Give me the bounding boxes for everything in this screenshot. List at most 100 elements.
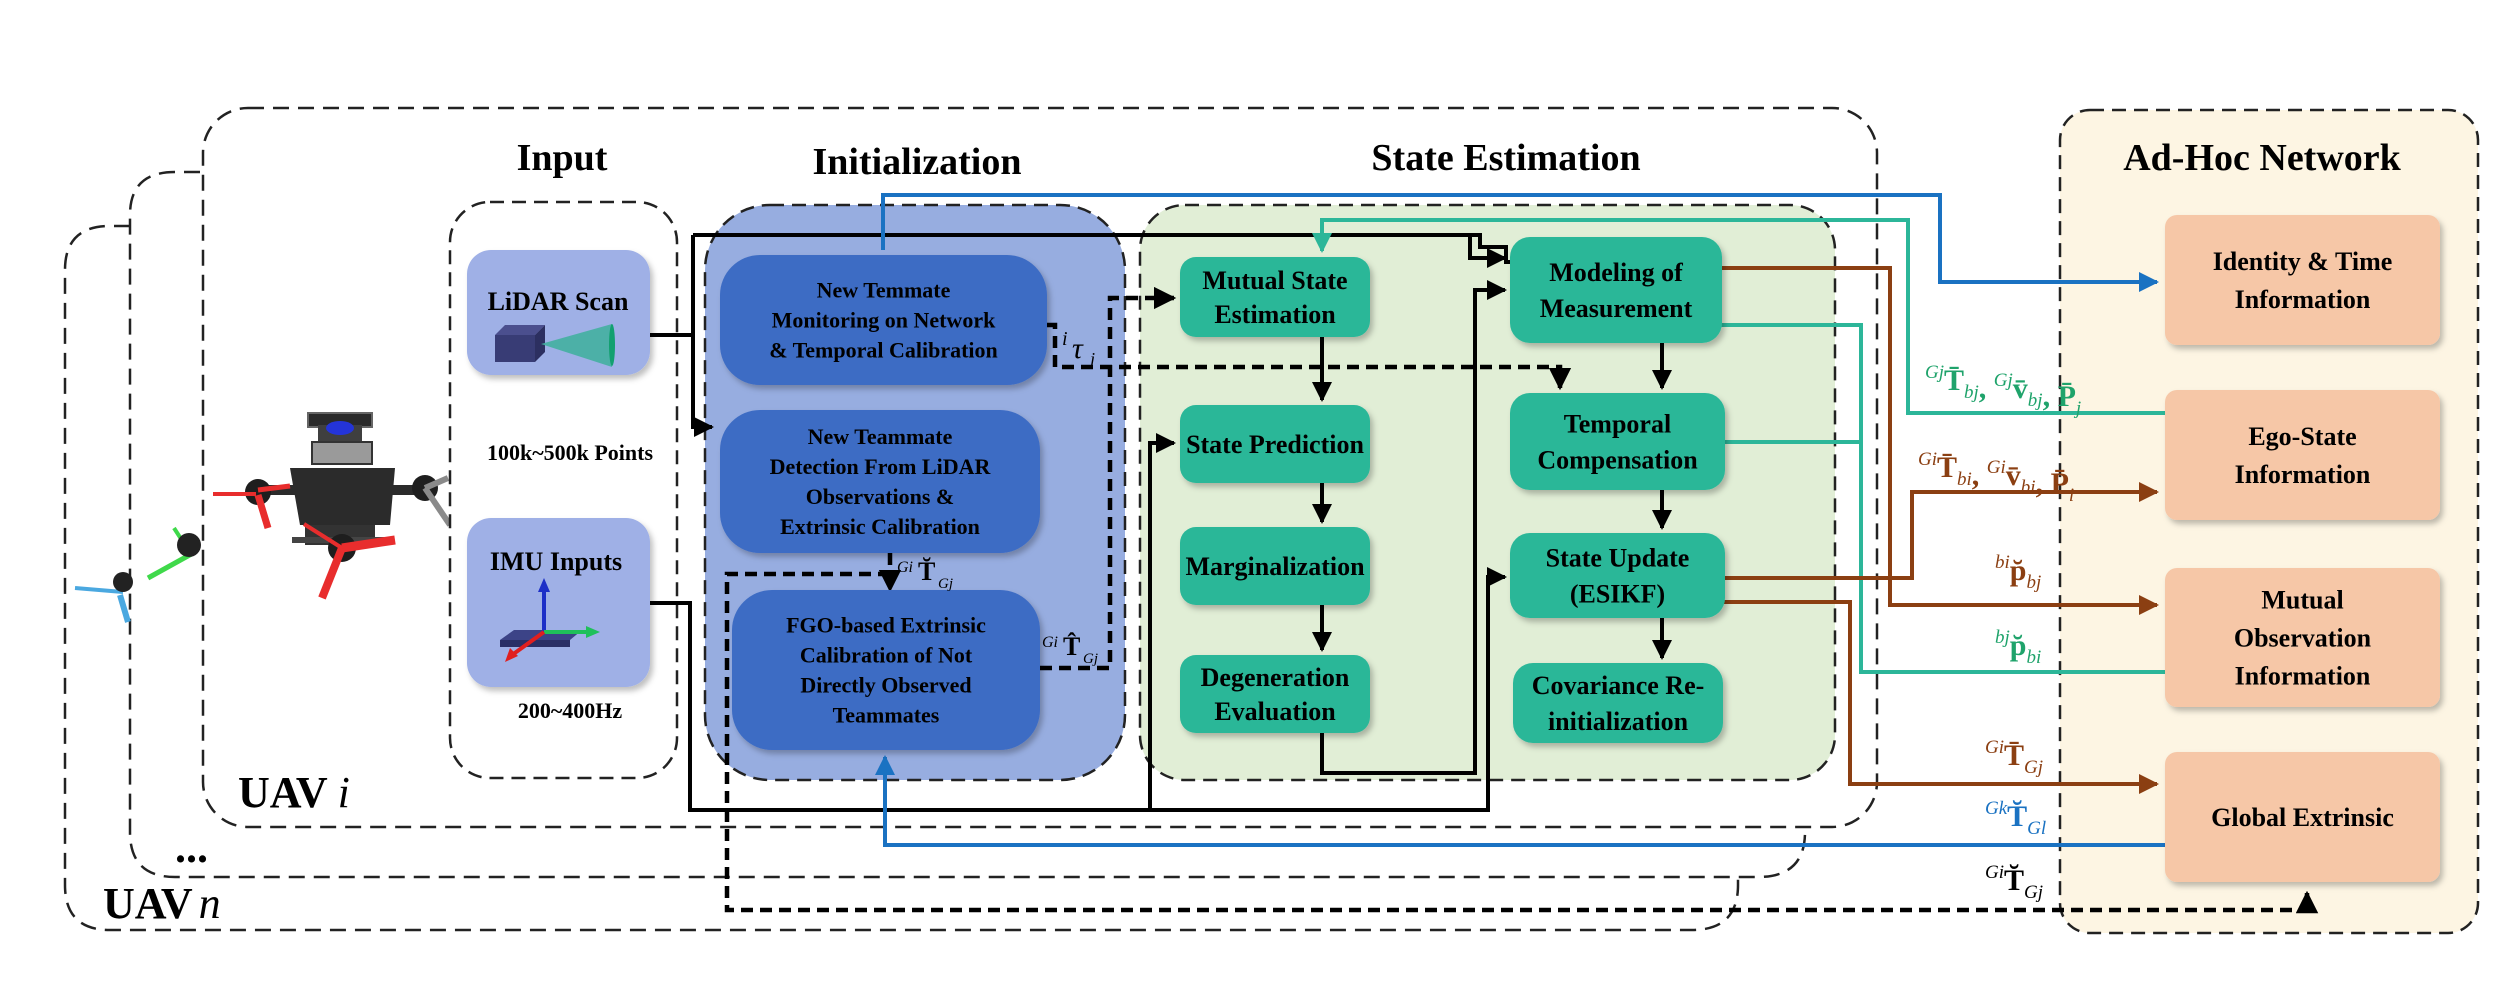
mutual-state-estimation-box-shape — [1180, 257, 1370, 337]
link-label-mutual-ij: bip̆bj — [1995, 552, 2041, 593]
lidar-sensor-icon — [495, 324, 615, 367]
drone-icon — [74, 412, 453, 623]
link-init-to-mse — [1040, 286, 1177, 671]
link-update-to-global — [1620, 600, 2159, 794]
link-label-ego-state-j: GjT̄bj, Gjv̄bj, P̄j — [1925, 362, 2081, 419]
state-update-box-label-line: (ESIKF) — [1570, 580, 1665, 609]
drone-n-propeller-icon — [74, 572, 133, 623]
drone-main-icon — [213, 412, 453, 600]
monitoring-calibration-box-shape — [720, 255, 1047, 385]
marginalization-box: Marginalization — [1180, 527, 1370, 605]
link-top-to-modeling-upper — [693, 233, 1507, 268]
dashed-links — [724, 286, 2319, 914]
global-extrinsic-box-label-line: Global Extrinsic — [2211, 803, 2394, 832]
input-title: Input — [517, 137, 608, 179]
link-modeling-to-mutual — [1617, 266, 2159, 615]
adhoc-boxes: Identity & TimeInformationEgo-StateInfor… — [2165, 215, 2440, 882]
colored-links — [875, 193, 2165, 847]
link-fgo-loop-to-global — [724, 571, 2319, 914]
modeling-measurement-box: Modeling of Measurement — [1510, 237, 1722, 343]
lidar-points-note: 100k~500k Points — [487, 440, 654, 465]
state-update-box-shape — [1510, 533, 1725, 618]
link-label-global-kl: GkT̆Gl — [1985, 798, 2046, 839]
temporal-compensation-box-label-line: Compensation — [1537, 446, 1698, 475]
link-label-mutual-ji: bjp̆bi — [1995, 627, 2041, 668]
covariance-reinit-box: Covariance Re-initialization — [1513, 663, 1723, 743]
link-bus-to-state-update-arrow — [1150, 567, 1507, 812]
state-prediction-box-shape — [1180, 405, 1370, 483]
link-update-to-ego — [1620, 482, 2159, 580]
lidar-scan-box: LiDAR Scan — [467, 250, 650, 375]
link-label-global-ij: GiT̄Gj — [1985, 737, 2043, 778]
modeling-measurement-box-shape — [1510, 237, 1722, 343]
edge-label-t-check-detection: Gi T̆ Gj — [897, 557, 953, 592]
state-update-box-label-line: State Update — [1546, 544, 1690, 573]
svg-text:Gj: Gj — [938, 576, 953, 592]
fgo-calibration-box-label-line: Teammates — [833, 703, 940, 728]
link-imu-bus — [650, 601, 1150, 812]
state-prediction-box-label-line: State Prediction — [1186, 430, 1364, 459]
ego-state-box-label-line: Information — [2235, 460, 2371, 489]
state-prediction-box: State Prediction — [1180, 405, 1370, 483]
detection-calibration-box-shape — [720, 410, 1040, 553]
edge-label-tau: i τ j — [1062, 328, 1095, 369]
svg-text:τ: τ — [1072, 332, 1084, 365]
detection-calibration-box-label-line: Detection From LiDAR — [770, 454, 992, 479]
svg-text:T̂: T̂ — [1063, 632, 1080, 661]
degeneration-evaluation-box-label-line: Evaluation — [1214, 697, 1336, 726]
imu-rate-note: 200~400Hz — [518, 698, 623, 723]
temporal-compensation-box-label-line: Temporal — [1564, 410, 1671, 439]
svg-text:Gj: Gj — [1083, 651, 1098, 667]
monitoring-calibration-box-label-line: Monitoring on Network — [772, 308, 996, 333]
identity-time-box-label-line: Information — [2235, 285, 2371, 314]
imu-inputs-box: IMU Inputs — [467, 518, 650, 687]
lidar-scan-label: LiDAR Scan — [488, 287, 629, 316]
mutual-observation-box-label-line: Mutual — [2261, 586, 2343, 615]
link-bus-to-state-prediction — [1148, 433, 1176, 810]
mutual-state-estimation-box-label-line: Mutual State — [1202, 266, 1347, 295]
fgo-calibration-box-label-line: Directly Observed — [800, 673, 971, 698]
modeling-measurement-box-label-line: Modeling of — [1549, 258, 1683, 287]
detection-calibration-box-label-line: New Teammate — [808, 424, 953, 449]
drone-ellipsis-propeller-icon — [146, 526, 201, 581]
covariance-reinit-box-shape — [1513, 663, 1723, 743]
temporal-compensation-box-shape — [1510, 393, 1725, 490]
ego-state-box-label-line: Ego-State — [2248, 422, 2356, 451]
link-monitoring-to-identity — [881, 193, 2159, 292]
initialization-title: Initialization — [812, 141, 1021, 183]
svg-text:T̆: T̆ — [918, 557, 935, 586]
modeling-measurement-box-label-line: Measurement — [1540, 294, 1693, 323]
imu-inputs-label: IMU Inputs — [490, 547, 622, 576]
monitoring-calibration-box-label-line: New Temmate — [817, 278, 951, 303]
global-extrinsic-box: Global Extrinsic — [2165, 752, 2440, 882]
link-degen-loop-to-modeling — [1320, 280, 1507, 775]
edge-label-t-hat-fgo: Gi T̂ Gj — [1042, 632, 1098, 667]
link-mutual-to-modeling — [1622, 315, 2165, 674]
state-update-box: State Update (ESIKF) — [1510, 533, 1725, 618]
svg-text:Gi: Gi — [897, 559, 913, 576]
svg-text:Gi: Gi — [1042, 634, 1058, 651]
black-links-state — [693, 233, 1507, 812]
global-extrinsic-box-shape — [2165, 752, 2440, 882]
link-bus-to-detection — [691, 235, 714, 437]
marginalization-box-label-line: Marginalization — [1185, 552, 1365, 581]
link-tau-to-temporal — [1047, 322, 1572, 391]
detection-calibration-box-label-line: Observations & — [806, 484, 955, 509]
marginalization-box-shape — [1180, 527, 1370, 605]
imu-axes-icon — [500, 578, 600, 662]
ego-state-box-shape — [2165, 390, 2440, 520]
